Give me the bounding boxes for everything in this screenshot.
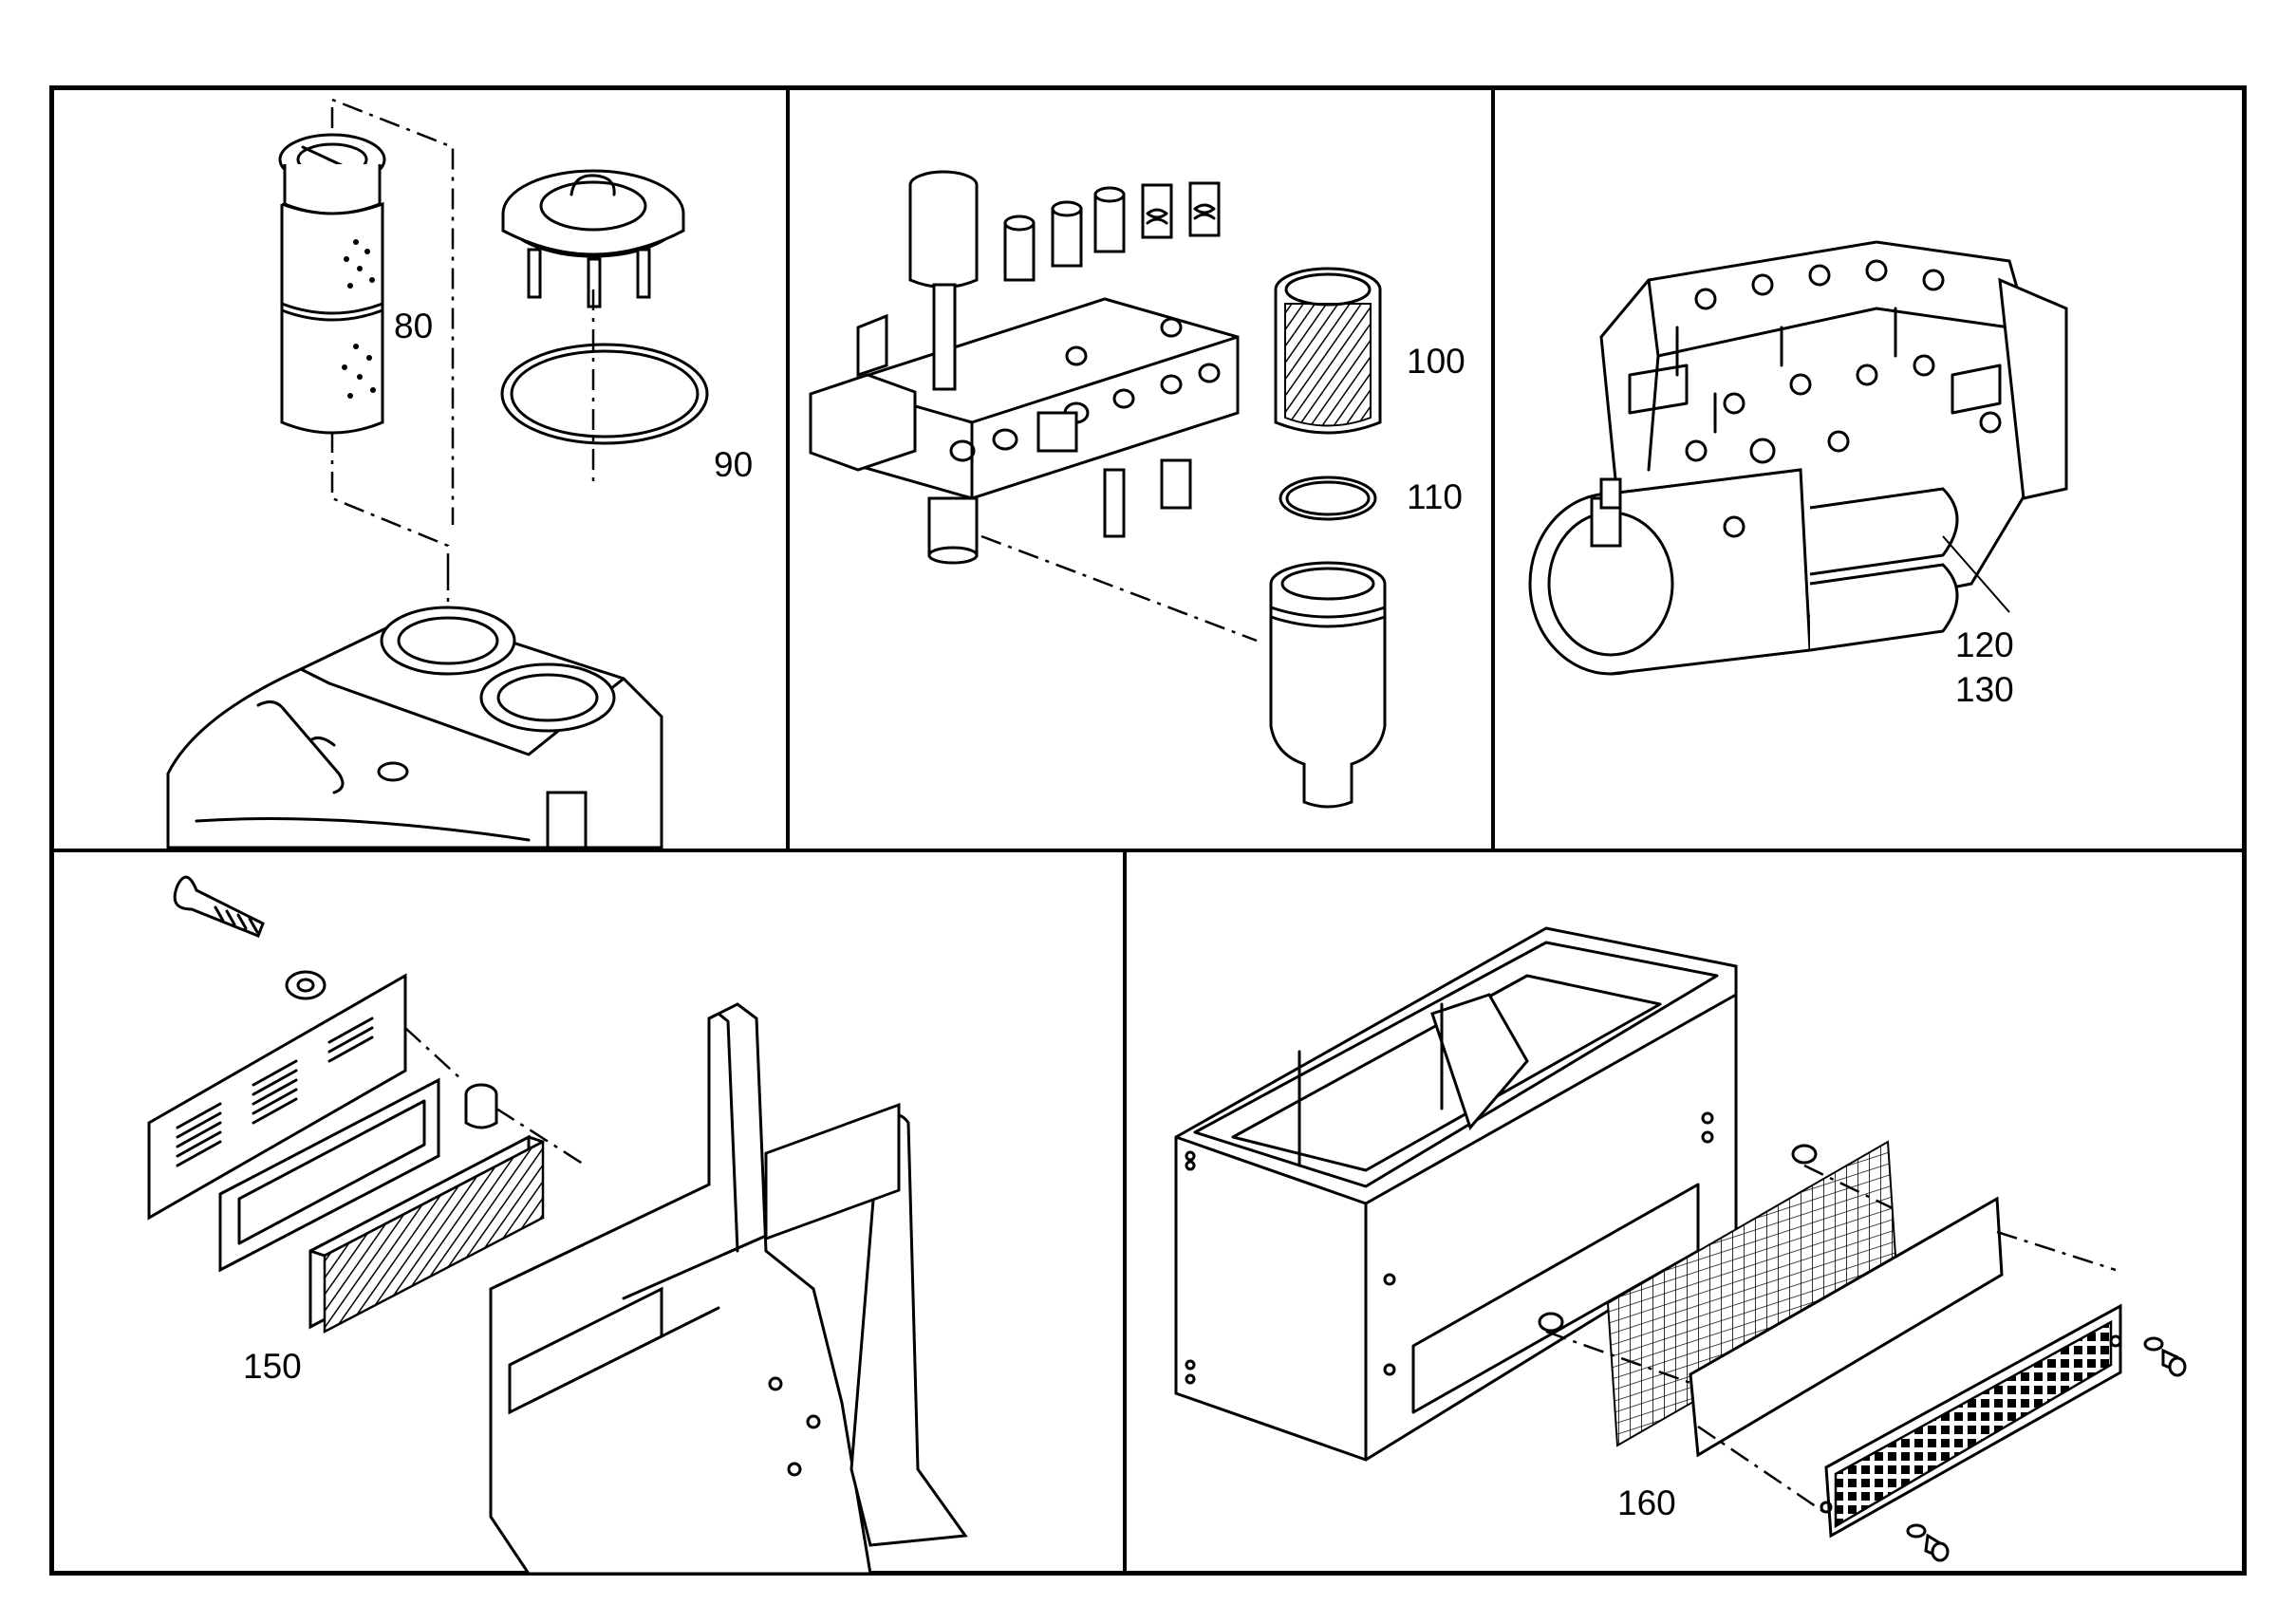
callout-110: 110 bbox=[1407, 477, 1463, 516]
panel-filter-tank-illustration bbox=[166, 98, 709, 849]
callout-90: 90 bbox=[714, 445, 754, 484]
callout-150: 150 bbox=[243, 1347, 302, 1386]
diagram-frame bbox=[49, 85, 2247, 1576]
callout-130: 130 bbox=[1955, 670, 2014, 709]
panel-valve-block-illustration bbox=[809, 170, 1387, 809]
panel-cab-vent-illustration bbox=[147, 875, 968, 1576]
divider-horizontal bbox=[52, 849, 2244, 852]
divider-top-2 bbox=[1491, 87, 1495, 850]
panel-hydraulic-pump-illustration bbox=[1528, 240, 2068, 676]
callout-120: 120 bbox=[1955, 625, 2014, 664]
divider-top-1 bbox=[786, 87, 790, 850]
callout-160: 160 bbox=[1617, 1483, 1676, 1522]
panel-air-box-illustration bbox=[1174, 926, 2187, 1562]
divider-bottom bbox=[1123, 850, 1127, 1574]
callout-100: 100 bbox=[1407, 342, 1465, 381]
callout-80: 80 bbox=[394, 307, 434, 345]
